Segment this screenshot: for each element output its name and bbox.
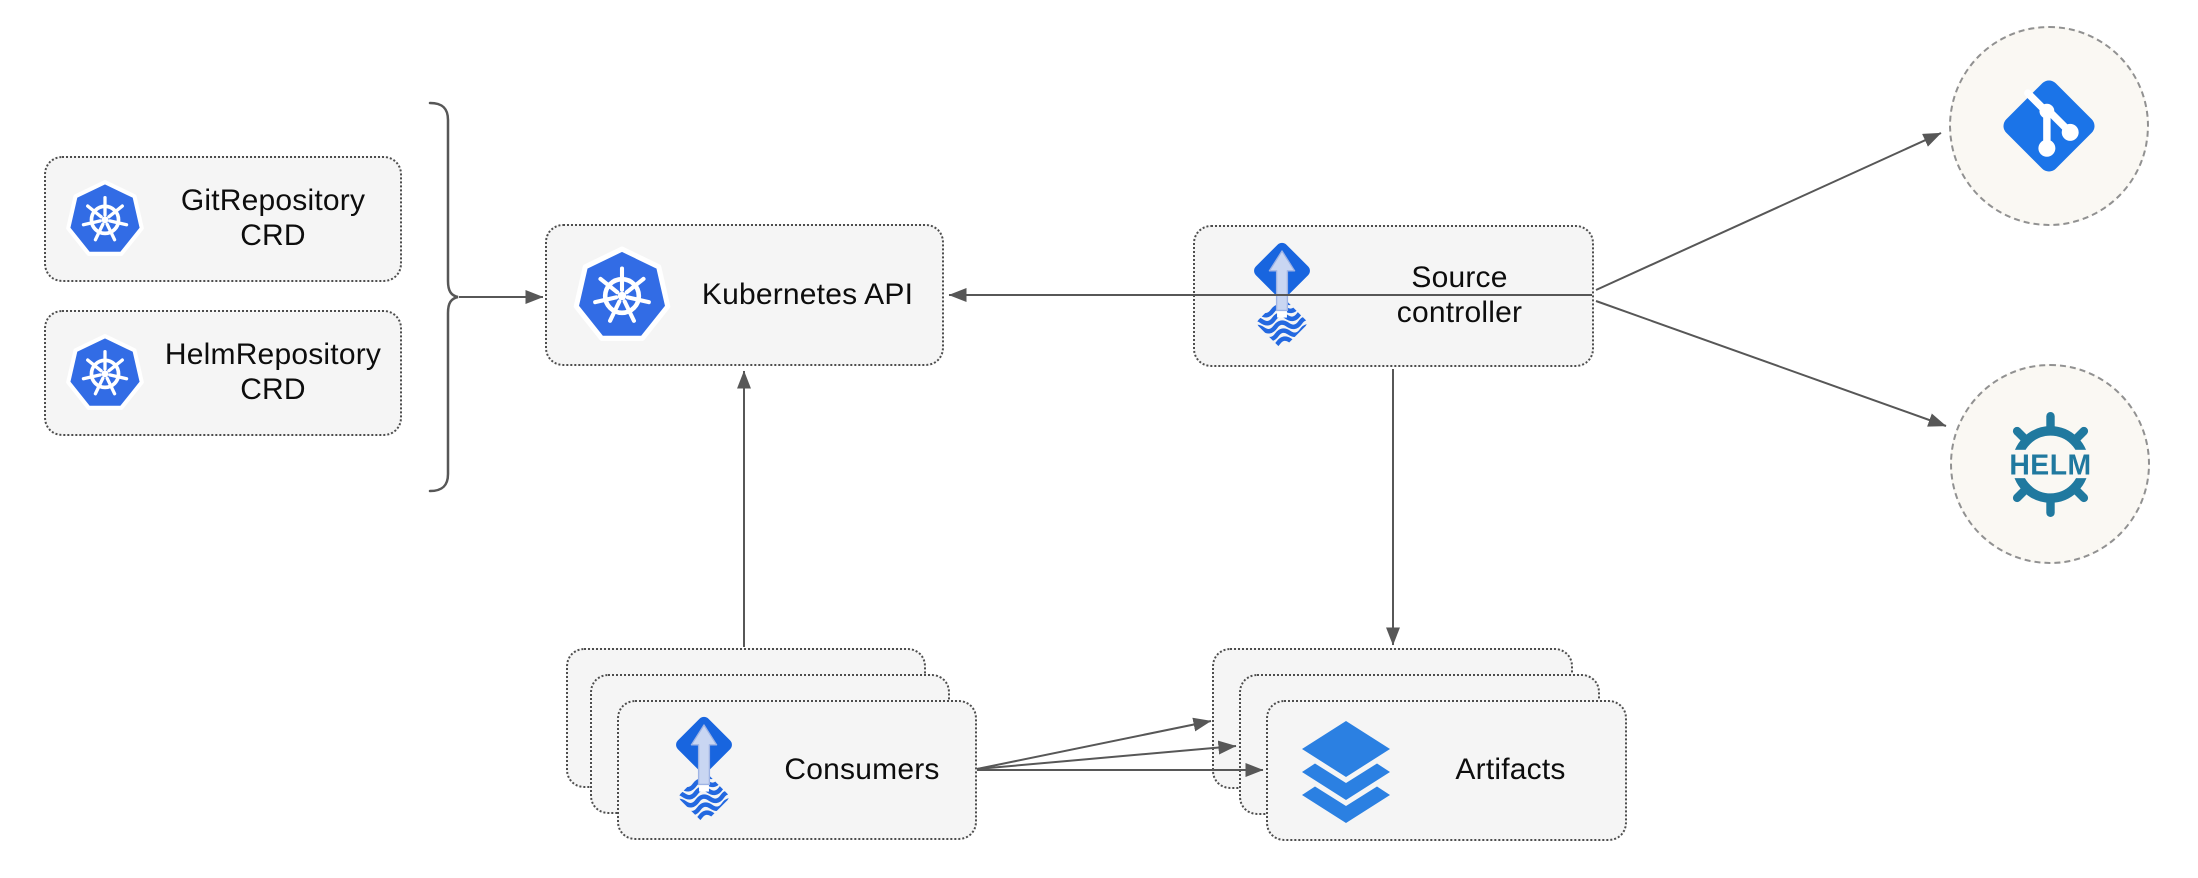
- node-label: Consumers: [749, 753, 975, 788]
- kubernetes-icon: [64, 178, 146, 260]
- label-line2: CRD: [240, 373, 306, 406]
- label-line1: Source: [1411, 261, 1508, 295]
- node-consumers: Consumers: [617, 700, 977, 840]
- node-label: Source controller: [1327, 261, 1592, 331]
- node-label: Artifacts: [1396, 753, 1625, 788]
- node-git-remote: [1949, 26, 2149, 226]
- kubernetes-icon: [571, 244, 673, 346]
- helm-icon: HELM: [1999, 411, 2101, 517]
- node-artifacts: Artifacts: [1266, 700, 1627, 841]
- label-line1: Artifacts: [1455, 753, 1566, 787]
- label-line1: Kubernetes API: [701, 277, 914, 311]
- label-line2: controller: [1396, 296, 1523, 329]
- kubernetes-icon: [64, 332, 146, 414]
- node-kubernetes-api: Kubernetes API: [545, 224, 944, 366]
- layers-icon: [1302, 720, 1390, 823]
- node-helmrepository-crd: HelmRepository CRD: [44, 310, 402, 436]
- node-helm-remote: HELM: [1950, 364, 2150, 564]
- node-label: Kubernetes API: [673, 278, 942, 313]
- flux-source-icon: [659, 714, 749, 826]
- helm-logo-text: HELM: [2009, 449, 2091, 481]
- label-line1: HelmRepository: [164, 338, 382, 372]
- node-gitrepository-crd: GitRepository CRD: [44, 156, 402, 282]
- node-label: GitRepository CRD: [146, 184, 400, 254]
- node-label: HelmRepository CRD: [146, 338, 400, 408]
- flux-source-icon: [1237, 240, 1327, 352]
- label-line2: CRD: [240, 219, 306, 252]
- label-line1: Consumers: [784, 752, 940, 786]
- git-icon: [2003, 80, 2095, 172]
- label-line1: GitRepository: [180, 184, 366, 218]
- node-source-controller: Source controller: [1193, 225, 1594, 367]
